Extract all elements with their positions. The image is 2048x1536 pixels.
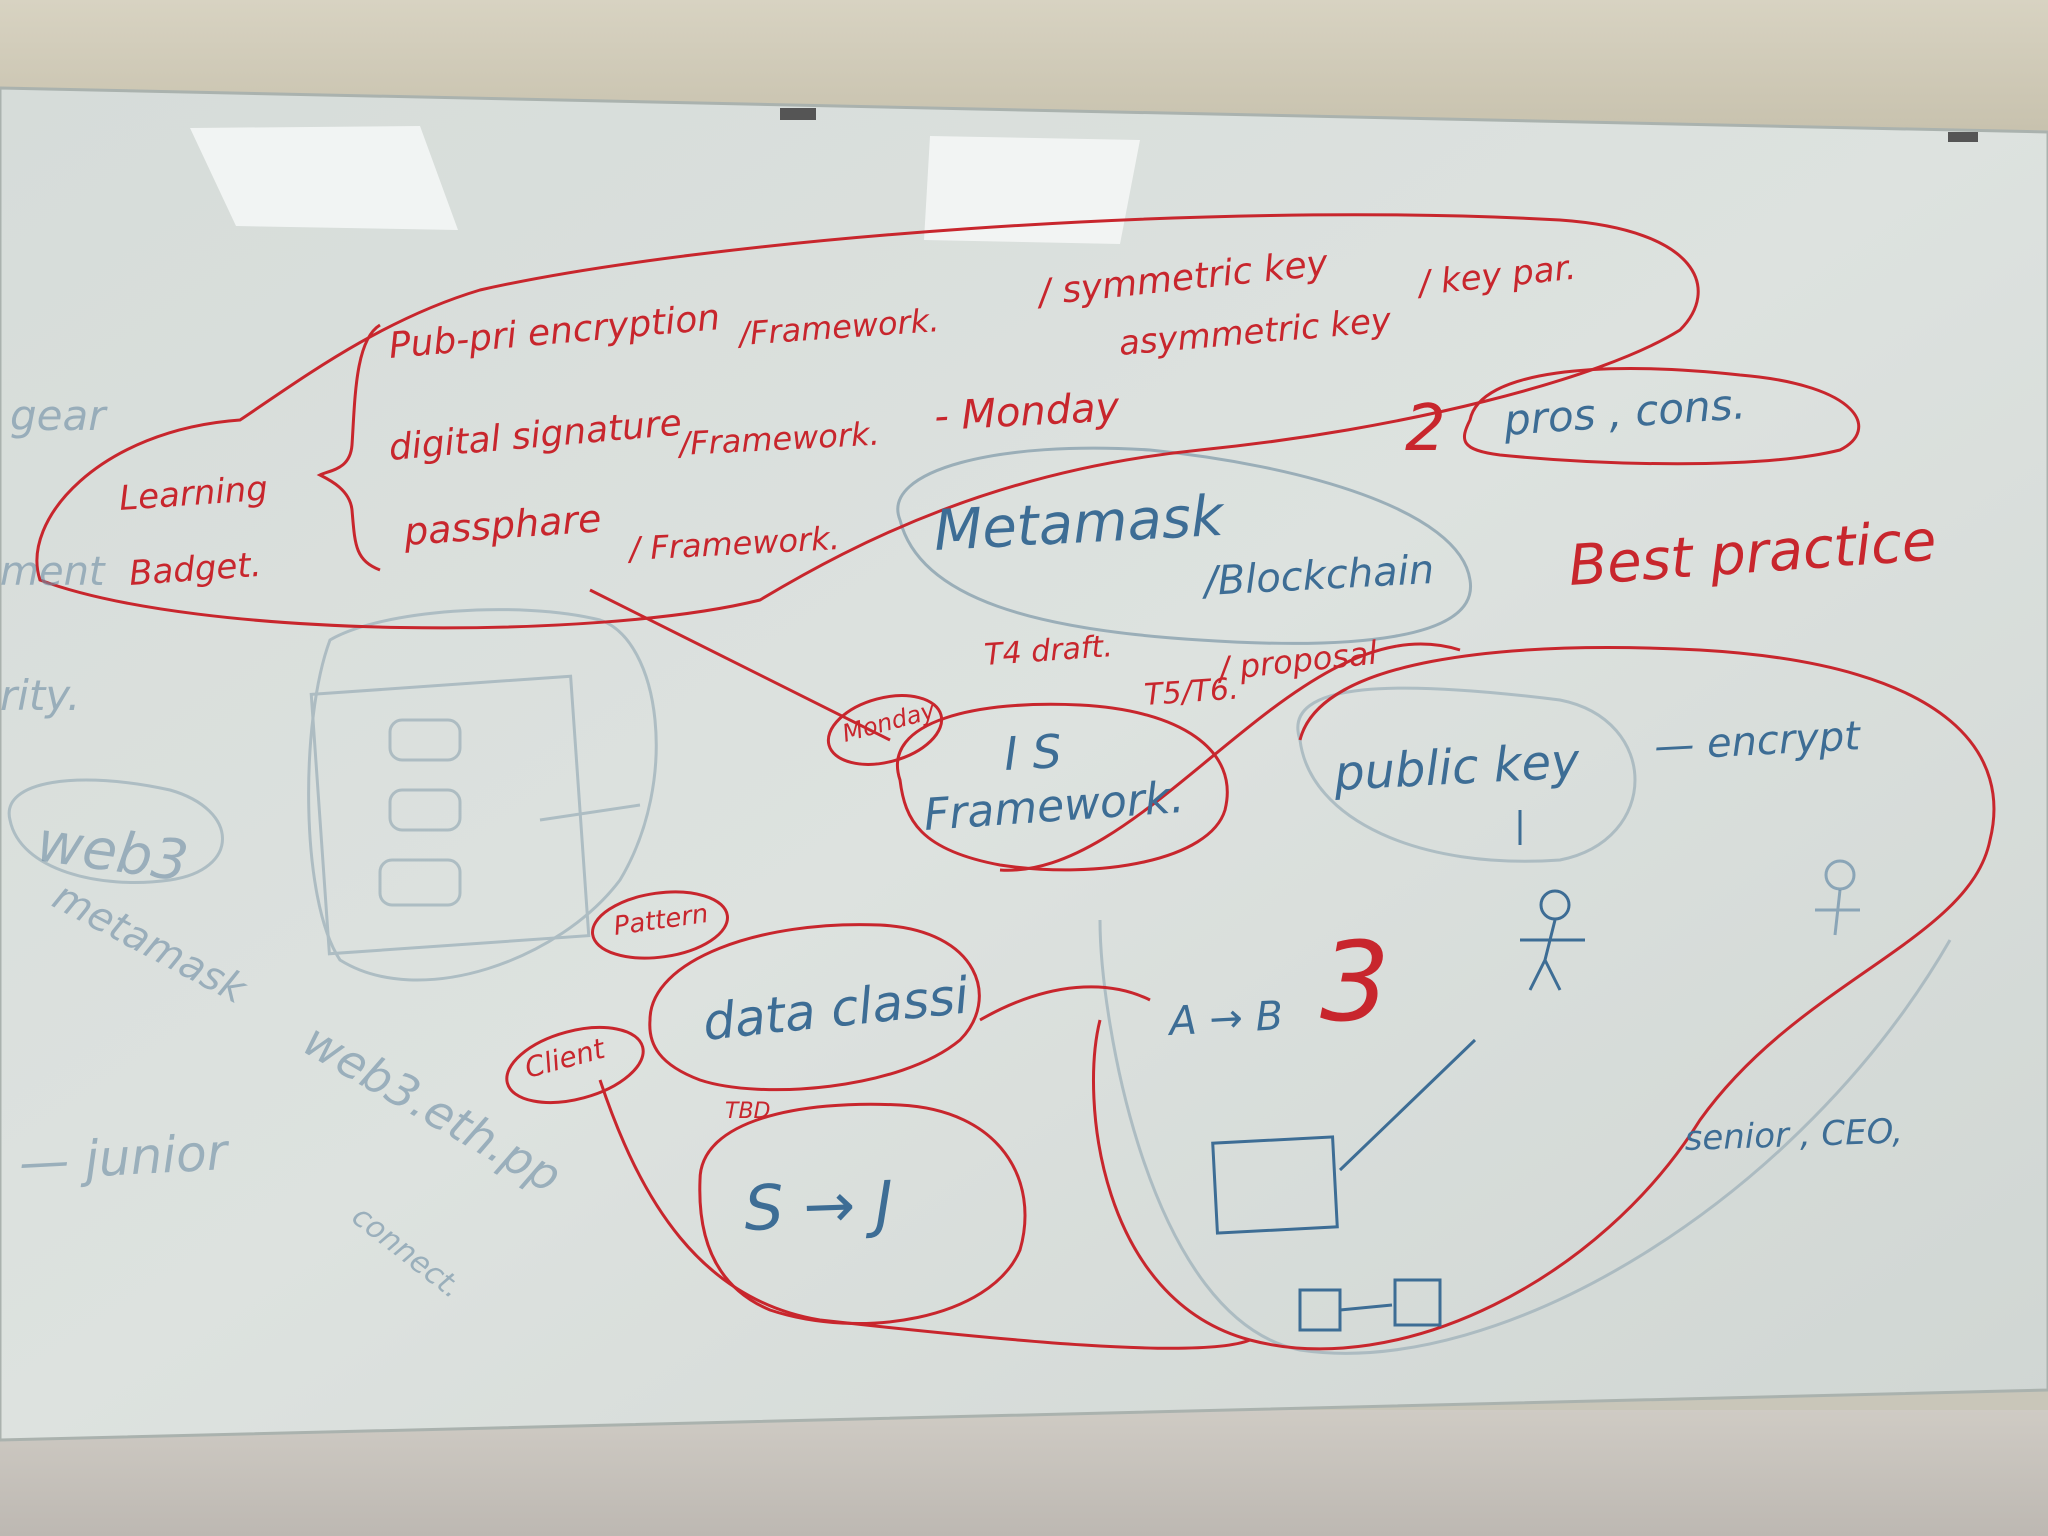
board-clip-2: [1948, 132, 1978, 142]
red-connector-curve: [999, 642, 1461, 872]
note-public-key: public key: [1332, 733, 1582, 802]
data-class-bubble: [648, 923, 981, 1092]
board-clip-1: [780, 108, 816, 120]
light-reflection-right: [924, 136, 1140, 244]
note-tbd: TBD: [725, 1099, 770, 1124]
red-long-line: [589, 588, 891, 742]
note-is: I S: [1003, 724, 1063, 781]
faint-junior: — junior: [18, 1123, 232, 1192]
public-key-bubble: [1092, 646, 1996, 1351]
note-badget: Badget.: [128, 545, 263, 594]
red-bracket: [316, 323, 381, 572]
note-a-to-b: A → B: [1165, 993, 1284, 1045]
red-connector-curve-2: [979, 985, 1151, 1022]
stick-figure-icons: [1211, 810, 1860, 1332]
faint-ment: ment: [0, 549, 106, 595]
learning-badget-bubble: [35, 213, 1700, 630]
whiteboard-surface: [0, 86, 2048, 1442]
is-framework-bubble: [896, 702, 1229, 872]
note-t5-t6: T5/T6.: [1143, 671, 1240, 713]
note-s-to-j: S → J: [743, 1167, 894, 1245]
faint-gear: gear: [10, 391, 108, 440]
erased-diagrams: [7, 608, 1952, 1355]
note-metamask: Metamask: [932, 484, 1227, 564]
metamask-bubble: [896, 446, 1472, 645]
pros-cons-bubble: [1462, 367, 1861, 466]
pattern-circle: [591, 890, 729, 960]
note-monday: - Monday: [933, 384, 1122, 440]
monday-circle: [826, 694, 944, 766]
note-number-2: 2: [1405, 392, 1446, 466]
note-senior-ceo: senior , CEO,: [1684, 1111, 1904, 1159]
client-circle: [505, 1025, 645, 1105]
light-reflection-left: [190, 126, 458, 230]
note-number-3: 3: [1320, 918, 1390, 1046]
red-client-line: [598, 1079, 1251, 1350]
note-encrypt: — encrypt: [1653, 713, 1862, 770]
faint-rity: rity.: [0, 671, 80, 720]
